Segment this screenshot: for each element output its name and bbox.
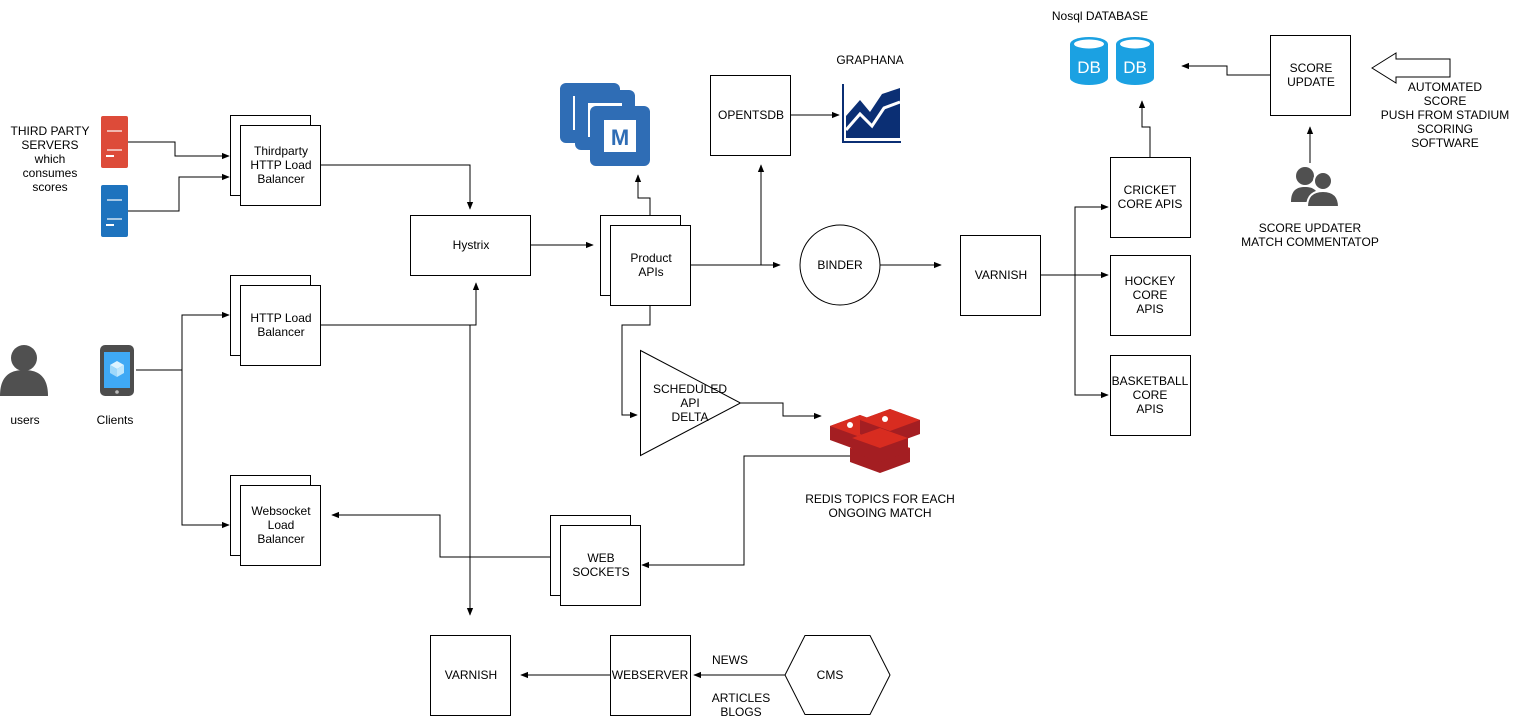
- edge-clients-to-websocket-lb: [181, 370, 230, 529]
- redis-icon: [830, 409, 920, 473]
- hystrix-box: [410, 215, 531, 276]
- cms-label: CMS: [816, 668, 844, 682]
- edge-clients-to-http-lb: [136, 311, 230, 371]
- hockey-box: [1110, 255, 1191, 336]
- scheduled-delta-triangle: [640, 349, 742, 457]
- websocket-lb-box: [230, 475, 321, 566]
- thirdparty-lb-box: [230, 115, 321, 206]
- edge-product-apis-to-scheduled-delta: [621, 305, 651, 419]
- varnish-bottom-box: [430, 635, 511, 716]
- scheduled-delta-label: SCHEDULED API DELTA: [652, 382, 727, 424]
- edge-product-apis-to-memcached: [634, 174, 651, 225]
- db2-label: DB: [1123, 58, 1147, 77]
- connectors: [128, 62, 1314, 679]
- nosql-database-label: Nosql DATABASE: [1051, 9, 1149, 23]
- edge-varnish-to-basketball: [1074, 275, 1109, 399]
- hockey-label: HOCKEY CORE APIS: [1124, 274, 1176, 316]
- db-icon-1: [1070, 37, 1108, 85]
- thirdparty-servers-label: THIRD PARTY SERVERS which consumes score…: [10, 124, 90, 194]
- web-sockets-box: [550, 515, 641, 606]
- hystrix-label: Hystrix: [452, 238, 490, 252]
- edge-varnish-to-cricket: [1041, 203, 1109, 276]
- db-icon-2: [1116, 37, 1154, 85]
- edge-http-lb-to-hystrix: [320, 282, 480, 326]
- http-lb-label: HTTP Load Balancer: [250, 311, 312, 339]
- product-apis-label: Product APIs: [630, 251, 672, 279]
- users-label: users: [10, 413, 40, 427]
- user-icon: [0, 345, 48, 396]
- edge-scheduled-delta-to-redis: [741, 402, 822, 420]
- edge-score-update-to-db: [1181, 62, 1270, 76]
- articles-blogs-label: ARTICLES BLOGS: [711, 691, 771, 719]
- memcached-letter: M: [611, 125, 629, 150]
- webserver-label: WEBSERVER: [611, 668, 689, 682]
- thirdparty-lb-label: Thirdparty HTTP Load Balancer: [250, 144, 312, 186]
- varnish-main-box: [960, 235, 1041, 316]
- memcached-icon: M: [560, 83, 650, 166]
- score-update-box: [1270, 35, 1351, 116]
- edge-redis-to-websockets: [641, 455, 850, 569]
- server-blue-icon: [101, 185, 128, 237]
- webserver-box: [610, 635, 691, 716]
- varnish-bottom-label: VARNISH: [444, 668, 498, 682]
- edge-red-server-to-thirdparty-lb: [128, 141, 230, 160]
- edge-blue-server-to-thirdparty-lb: [128, 173, 230, 212]
- automated-push-arrow: [1371, 52, 1451, 84]
- automated-score-label: AUTOMATED SCORE PUSH FROM STADIUM SCORIN…: [1380, 80, 1510, 150]
- server-red-icon: [101, 116, 128, 168]
- binder-label: BINDER: [817, 258, 863, 272]
- edge-thirdparty-lb-to-hystrix: [320, 164, 474, 210]
- edge-websockets-to-websocket-lb: [331, 511, 550, 558]
- basketball-box: [1110, 355, 1191, 436]
- websocket-lb-label: Websocket Load Balancer: [251, 504, 311, 546]
- score-updater-label: SCORE UPDATER MATCH COMMENTATOP: [1241, 221, 1379, 249]
- db1-label: DB: [1077, 58, 1101, 77]
- cms-hexagon: [784, 635, 891, 715]
- news-label: NEWS: [712, 653, 748, 667]
- users-group-icon: [1291, 167, 1341, 208]
- basketball-label: BASKETBALL CORE APIS: [1111, 374, 1189, 416]
- graphana-label: GRAPHANA: [836, 53, 904, 67]
- web-sockets-label: WEB SOCKETS: [572, 551, 630, 579]
- graphana-chart-icon: [842, 84, 901, 143]
- cricket-label: CRICKET CORE APIS: [1117, 183, 1183, 211]
- binder-circle: [799, 224, 881, 306]
- edge-cricket-to-db: [1138, 100, 1151, 157]
- varnish-main-label: VARNISH: [974, 268, 1028, 282]
- cricket-box: [1110, 157, 1191, 238]
- http-lb-box: [230, 275, 321, 366]
- redis-topics-label: REDIS TOPICS FOR EACH ONGOING MATCH: [805, 492, 955, 520]
- phone-icon: [100, 345, 134, 396]
- opentsdb-box: [710, 75, 791, 156]
- score-update-label: SCORE UPDATE: [1287, 61, 1335, 89]
- clients-label: Clients: [96, 413, 134, 427]
- opentsdb-label: OPENTSDB: [717, 108, 784, 122]
- product-apis-box: [600, 215, 691, 306]
